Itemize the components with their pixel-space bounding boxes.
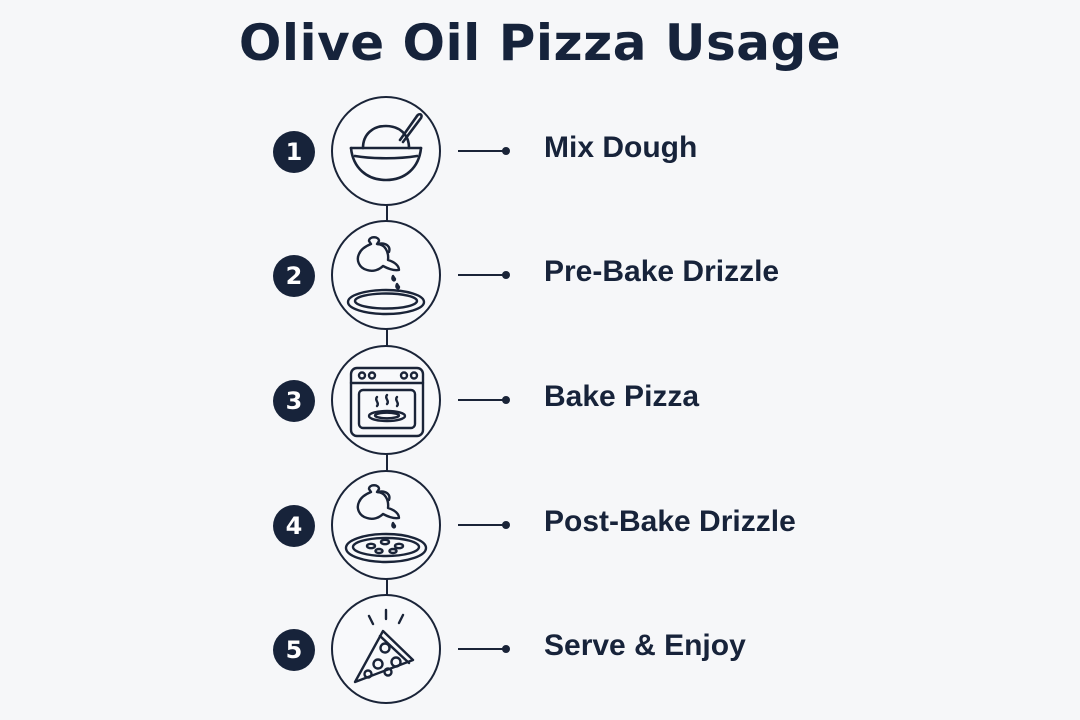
step-connector-dot <box>502 271 510 279</box>
step-connector-line <box>458 150 506 152</box>
step-connector-line <box>458 648 506 650</box>
step-label: Serve & Enjoy <box>544 629 746 662</box>
step-label: Post-Bake Drizzle <box>544 505 796 538</box>
oil-drizzle-dough-icon <box>346 236 426 316</box>
step-number-badge: 2 <box>273 255 315 297</box>
step-connector-line <box>458 274 506 276</box>
oven-icon <box>349 366 425 438</box>
step-icon-circle <box>331 345 441 455</box>
step-number-badge: 1 <box>273 131 315 173</box>
mixing-bowl-icon <box>349 112 423 182</box>
page-title: Olive Oil Pizza Usage <box>238 14 842 72</box>
oil-drizzle-pizza-icon <box>344 484 428 564</box>
step-icon-circle <box>331 220 441 330</box>
step-1: 1 Mix Dough <box>0 96 1080 208</box>
step-icon-circle <box>331 96 441 206</box>
step-connector-dot <box>502 645 510 653</box>
step-5: 5 Serve & Enjoy <box>0 594 1080 706</box>
step-connector-line <box>458 524 506 526</box>
step-connector-line <box>458 399 506 401</box>
step-connector-dot <box>502 147 510 155</box>
step-label: Pre-Bake Drizzle <box>544 255 780 288</box>
step-number-badge: 4 <box>273 505 315 547</box>
step-label: Bake Pizza <box>544 380 700 413</box>
step-connector-dot <box>502 521 510 529</box>
step-number-badge: 3 <box>273 380 315 422</box>
step-3: 3 Bake Pizza <box>0 345 1080 457</box>
pizza-slice-icon <box>353 608 415 684</box>
step-icon-circle <box>331 470 441 580</box>
step-4: 4 Post-Bake Drizzle <box>0 470 1080 582</box>
step-icon-circle <box>331 594 441 704</box>
step-number-badge: 5 <box>273 629 315 671</box>
step-label: Mix Dough <box>544 131 698 164</box>
step-2: 2 Pre-Bake Drizzle <box>0 220 1080 332</box>
step-connector-dot <box>502 396 510 404</box>
